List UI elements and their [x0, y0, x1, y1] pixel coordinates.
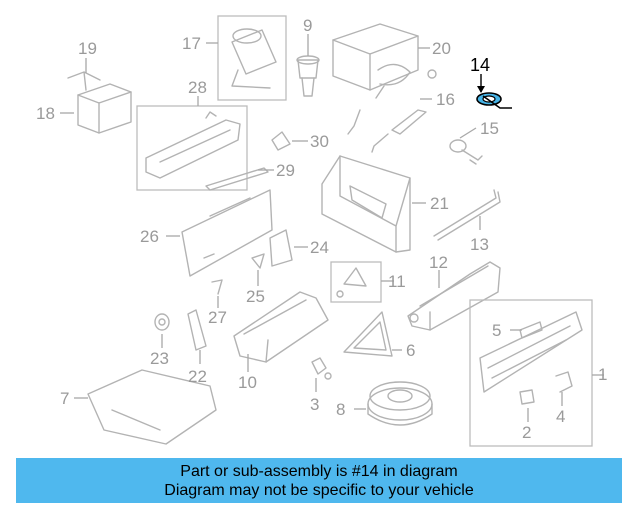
- callout-25: 25: [246, 287, 265, 306]
- part-26-panel: [181, 189, 273, 277]
- part-11-warning-triangle: [336, 267, 367, 298]
- callout-30: 30: [310, 132, 329, 151]
- callout-27: 27: [208, 308, 227, 327]
- callout-12: 12: [429, 253, 448, 272]
- part-14-highlighted: [476, 92, 512, 109]
- part-28-box: [136, 105, 248, 191]
- callout-3: 3: [310, 395, 319, 414]
- part-28-bracket: [145, 111, 241, 179]
- part-22-bracket: [187, 309, 207, 351]
- info-banner: Part or sub-assembly is #14 in diagram D…: [16, 458, 622, 503]
- part-8-spare-tire-support: [367, 381, 433, 426]
- callout-28: 28: [188, 78, 207, 97]
- part-23-grommet: [154, 313, 170, 331]
- callout-21: 21: [430, 194, 449, 213]
- callout-2: 2: [522, 423, 531, 442]
- part-17-cylinder: [231, 28, 277, 89]
- part-6-warning-triangle: [343, 311, 393, 357]
- callout-22: 22: [188, 367, 207, 386]
- part-21-tray: [321, 155, 411, 253]
- part-15-eye-bolt: [449, 139, 483, 165]
- part-24-cover: [269, 229, 293, 267]
- part-27-clip: [211, 279, 223, 295]
- part-29-strip: [205, 167, 269, 191]
- callout-7: 7: [60, 389, 69, 408]
- callout-1: 1: [598, 365, 607, 384]
- part-13-rod: [433, 189, 501, 241]
- part-25-clip: [251, 253, 265, 269]
- part-17-box: [217, 15, 287, 101]
- part-11-box: [330, 261, 382, 303]
- part-20-compressor: [332, 23, 437, 135]
- part-30-clip: [271, 131, 291, 151]
- callout-26: 26: [140, 227, 159, 246]
- part-1-panel: [479, 311, 583, 393]
- part-18-19-bag: [67, 71, 132, 134]
- parts-diagram: 19 18 17 9 20 14 16 15 28 30 29 21 26 13…: [36, 15, 607, 447]
- callout-13: 13: [470, 235, 489, 254]
- callout-4: 4: [556, 407, 565, 426]
- callout-6: 6: [406, 341, 415, 360]
- callout-15: 15: [480, 119, 499, 138]
- callout-9: 9: [303, 16, 312, 35]
- callout-14: 14: [470, 55, 490, 75]
- callout-17: 17: [182, 34, 201, 53]
- part-16-tool: [371, 109, 427, 153]
- part-10-cover: [233, 291, 329, 363]
- part-9-fitting: [296, 55, 320, 97]
- callout-18: 18: [36, 104, 55, 123]
- callout-29: 29: [276, 161, 295, 180]
- callout-19: 19: [78, 39, 97, 58]
- banner-line-2: Diagram may not be specific to your vehi…: [164, 481, 474, 499]
- part-4-hook: [555, 371, 573, 393]
- part-7-floor-mat: [87, 369, 217, 445]
- callout-5: 5: [492, 321, 501, 340]
- callout-20: 20: [432, 39, 451, 58]
- part-2-clip: [519, 389, 535, 405]
- part-12-jack: [407, 261, 501, 331]
- callout-16: 16: [436, 90, 455, 109]
- banner-line-1: Part or sub-assembly is #14 in diagram: [180, 462, 458, 480]
- callout-11: 11: [388, 272, 406, 291]
- part-1-box: [469, 299, 593, 447]
- part-3-bolt: [311, 357, 332, 380]
- callout-8: 8: [336, 400, 345, 419]
- callout-24: 24: [310, 238, 329, 257]
- callout-10: 10: [238, 373, 257, 392]
- callout-23: 23: [150, 349, 169, 368]
